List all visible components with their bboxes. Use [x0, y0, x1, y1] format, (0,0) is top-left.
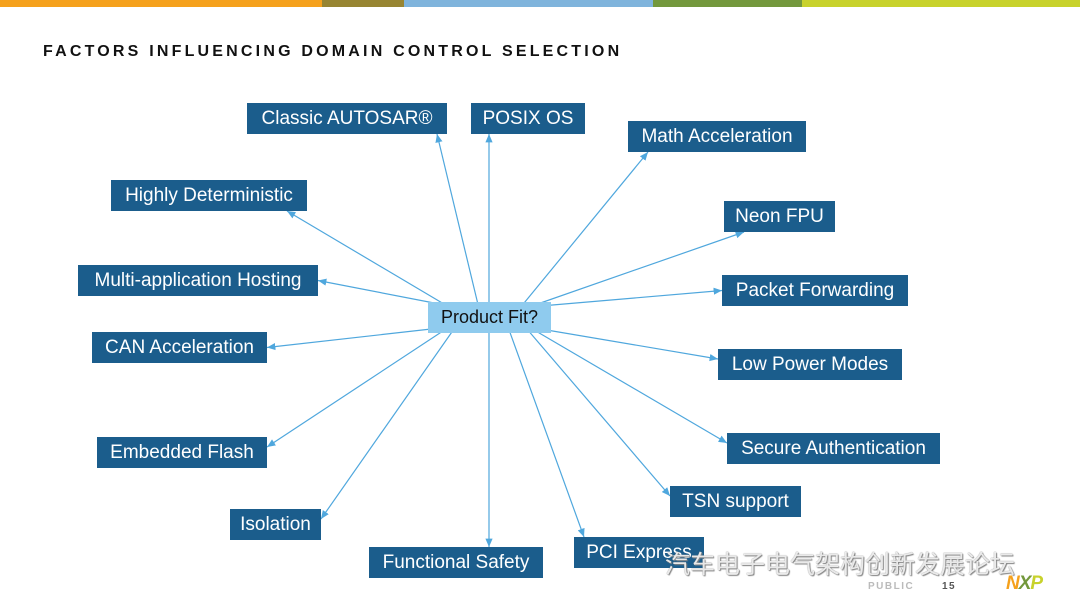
factor-box: Secure Authentication [727, 433, 940, 464]
classification-label: PUBLIC [868, 581, 915, 592]
factor-box: Highly Deterministic [111, 180, 307, 211]
factor-box: Packet Forwarding [722, 275, 908, 306]
watermark: 汽车电子电气架构创新发展论坛 [665, 551, 1016, 579]
arrow [528, 231, 745, 308]
accent-bar-olive [322, 0, 404, 7]
factor-box: Neon FPU [724, 201, 835, 232]
arrow [528, 326, 728, 444]
factor-box: TSN support [670, 486, 801, 517]
accent-bar-orange [0, 0, 322, 7]
factor-box: Isolation [230, 509, 321, 540]
arrow [286, 210, 450, 308]
arrow [524, 326, 671, 497]
factor-box: Classic AUTOSAR® [247, 103, 447, 134]
accent-bar-blue [404, 0, 653, 7]
accent-bar-lime [802, 0, 1080, 7]
factor-box: Math Acceleration [628, 121, 806, 152]
accent-bar-green [653, 0, 802, 7]
arrow [320, 326, 456, 520]
arrow [507, 326, 585, 538]
arrow [520, 151, 649, 308]
factor-box: PCI Express [574, 537, 704, 568]
arrow [435, 133, 480, 308]
arrow [528, 287, 723, 308]
slide-title: FACTORS INFLUENCING DOMAIN CONTROL SELEC… [43, 43, 623, 60]
arrow [266, 326, 450, 351]
arrow [266, 326, 450, 448]
nxp-logo: NXP [1006, 573, 1043, 594]
factor-box: Multi-application Hosting [78, 265, 318, 296]
factor-box: Embedded Flash [97, 437, 267, 468]
factor-box: CAN Acceleration [92, 332, 267, 363]
page-number: 15 [942, 581, 957, 592]
factor-box: Functional Safety [369, 547, 543, 578]
arrow [528, 326, 719, 362]
factor-box: Low Power Modes [718, 349, 902, 380]
hub-product-fit: Product Fit? [428, 302, 551, 333]
factor-box: POSIX OS [471, 103, 585, 134]
